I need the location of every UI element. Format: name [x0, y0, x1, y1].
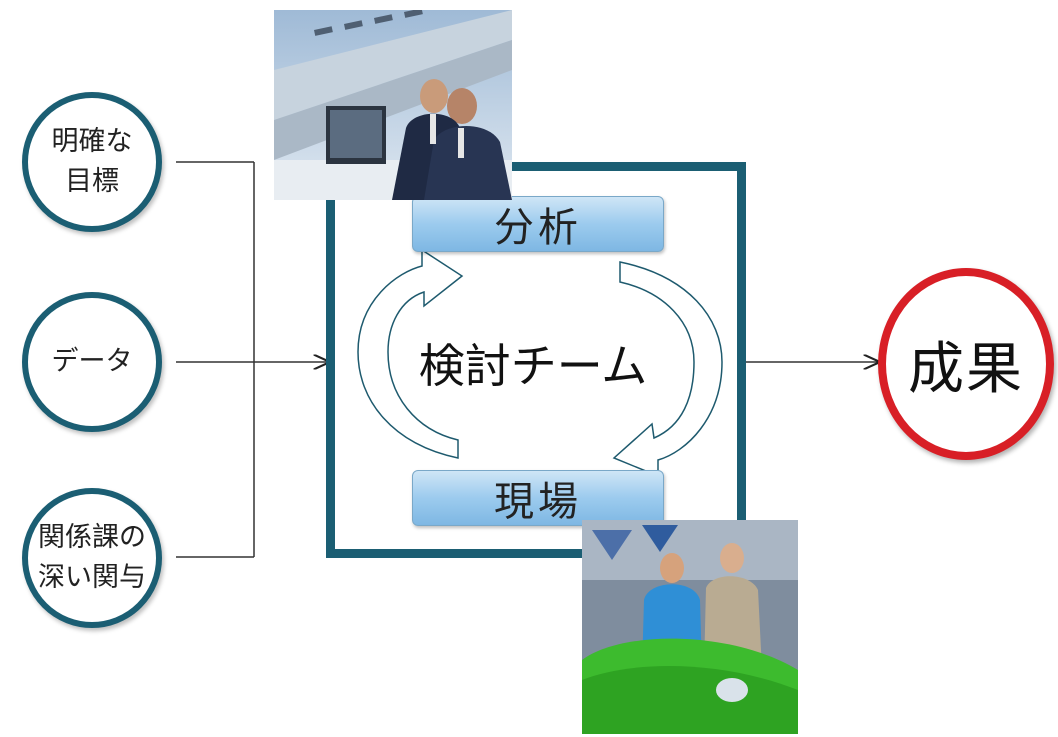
office-photo: [274, 10, 512, 200]
phase-analysis-label: 分析: [494, 205, 582, 251]
phase-field: 現場: [412, 470, 664, 526]
input-circle-goal: 明確な 目標: [22, 92, 162, 232]
result-circle: 成果: [878, 268, 1054, 460]
input-label-data: データ: [51, 346, 133, 377]
input-circle-involvement: 関係課の 深い関与: [22, 488, 162, 628]
phase-field-label: 現場: [494, 479, 582, 525]
input-circle-data: データ: [22, 292, 162, 432]
cycle-arrow-left: [357, 248, 464, 459]
result-label: 成果: [908, 336, 1024, 402]
input-label-involvement: 関係課の 深い関与: [38, 522, 146, 593]
team-label: 検討チーム: [418, 339, 648, 393]
showroom-photo: [582, 520, 798, 734]
input-label-goal: 明確な 目標: [51, 126, 133, 197]
phase-analysis: 分析: [412, 196, 664, 252]
